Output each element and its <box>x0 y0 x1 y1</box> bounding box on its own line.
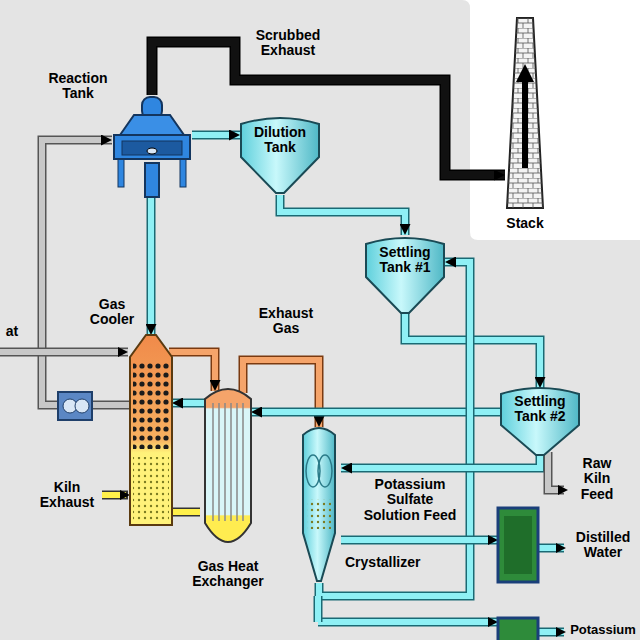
pipe-connector <box>151 195 152 335</box>
pipe-outline <box>243 360 319 427</box>
pipe-outline <box>341 455 540 468</box>
pipe <box>42 140 130 405</box>
pipe-outline <box>147 195 156 335</box>
process-label: Potassium <box>569 623 637 637</box>
exchanger-tube <box>236 403 238 521</box>
gas-heat-exchanger-shape <box>205 383 251 553</box>
gas-cooler-shape <box>130 335 172 525</box>
pipe-outline <box>251 408 500 417</box>
pipe <box>280 195 405 235</box>
arrowhead <box>118 347 128 357</box>
reaction-tank: Reaction Tank <box>112 95 192 195</box>
arrowhead <box>120 490 130 500</box>
gas-cooler: Gas Cooler <box>130 335 172 525</box>
node-label: Settling Tank #2 <box>500 394 580 425</box>
pipe <box>148 195 154 335</box>
pipe-connector <box>280 195 405 235</box>
exchanger-tube <box>224 403 226 521</box>
arrowhead <box>558 485 568 495</box>
crystallizer: Crystallizer <box>297 423 341 583</box>
pipe-outline <box>172 508 200 517</box>
exchanger-tube <box>212 403 214 521</box>
pipe-outline <box>192 131 240 140</box>
pipe <box>172 509 200 515</box>
pipe <box>169 352 215 391</box>
pipe-outline <box>314 596 323 622</box>
node-label: Reaction Tank <box>48 71 108 102</box>
process-label: Distilled Water <box>569 530 637 561</box>
fan-box <box>58 392 92 420</box>
outlet-pipe-outline <box>538 548 564 632</box>
process-label: Raw Kiln Feed <box>572 456 622 502</box>
pipe-connector <box>169 352 215 391</box>
raw-feed-pipe <box>548 452 564 490</box>
condenser-box <box>498 508 538 582</box>
node-label: Gas Heat Exchanger <box>173 559 283 590</box>
pipe-outline <box>172 399 205 408</box>
node-label: Crystallizer <box>345 555 435 570</box>
settling-tank: Settling Tank #1 <box>365 235 445 313</box>
pipe <box>152 42 505 175</box>
node-label: Stack <box>495 216 555 231</box>
node-label: Dilution Tank <box>240 125 320 156</box>
reaction-tank-shape <box>112 95 192 195</box>
pipe <box>341 455 540 468</box>
heat-inlet-pipe-outline <box>0 348 128 357</box>
pipe-connector <box>341 455 540 468</box>
condenser-inner <box>504 516 532 574</box>
pipe <box>172 400 205 406</box>
process-label: at <box>2 324 22 339</box>
arrowhead <box>556 543 566 637</box>
process-label: Potassium Sulfate Solution Feed <box>360 477 460 523</box>
pipe <box>319 262 470 596</box>
edge-label: Exhaust Gas <box>256 306 316 337</box>
pipe <box>315 596 321 622</box>
pipe <box>243 360 319 427</box>
dilution-tank: Dilution Tank <box>240 115 320 195</box>
fan-wheel <box>75 399 89 413</box>
pipe <box>192 132 240 138</box>
water-pipe-outline <box>318 540 498 622</box>
exchanger-tube <box>230 403 232 521</box>
pipe-outline <box>42 140 130 405</box>
settling-tank: Settling Tank #2 <box>500 385 580 455</box>
pipe-connector <box>152 42 505 175</box>
process-label: Kiln Exhaust <box>34 480 100 511</box>
node-label: Settling Tank #1 <box>365 245 445 276</box>
heat-inlet-pipe <box>0 349 128 355</box>
stack: Stack <box>505 18 545 208</box>
exchanger-tube <box>218 403 220 521</box>
crystallizer-shape <box>297 423 341 583</box>
pipe-connector <box>42 140 130 405</box>
pipe-connector <box>319 262 470 596</box>
raw-feed-pipe-outline <box>548 452 564 490</box>
edge-label: Scrubbed Exhaust <box>248 28 328 59</box>
dryer-box <box>498 618 538 640</box>
gas-heat-exchanger: Gas Heat Exchanger <box>205 383 251 553</box>
pipe-connector <box>172 403 205 404</box>
pipe-outline <box>319 262 470 596</box>
pipe-outline <box>280 195 405 235</box>
pipe-connector <box>251 412 500 413</box>
pipe-outline <box>169 352 215 391</box>
pipe-outline <box>152 42 505 175</box>
stack-shape <box>505 18 545 208</box>
outlet-pipe <box>538 548 564 632</box>
pipe-connector <box>243 360 319 427</box>
pipe-connector <box>192 135 240 136</box>
node-label: Gas Cooler <box>84 297 140 328</box>
water-pipe <box>318 540 498 622</box>
pipe <box>251 409 500 415</box>
exchanger-tube <box>242 403 244 521</box>
